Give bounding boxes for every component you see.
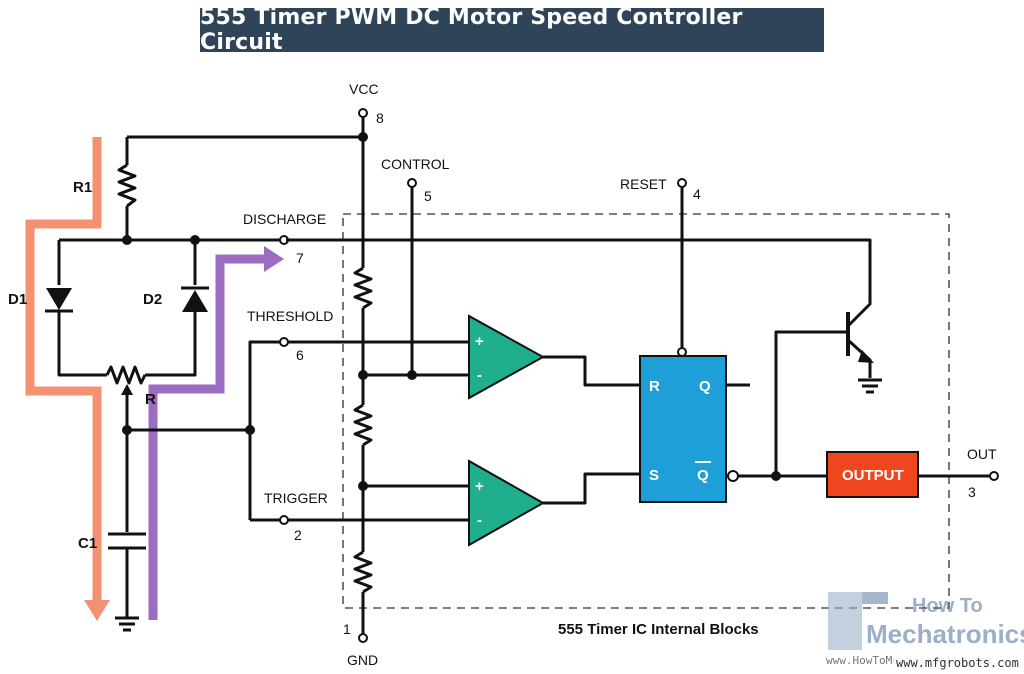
- ff-s-label: S: [649, 467, 659, 484]
- d2-diode: [182, 290, 208, 312]
- discharge-arrow-icon: [264, 246, 284, 272]
- r1-label: R1: [73, 179, 92, 196]
- trigger-pin-number: 2: [294, 527, 302, 543]
- c1-label: C1: [78, 535, 97, 552]
- pin-terminal: [279, 515, 289, 525]
- wire-comp-r: [543, 355, 640, 387]
- gnd-pin-number: 1: [343, 621, 351, 637]
- ground-icon: [858, 378, 882, 394]
- ff-qbar-label: Q: [697, 467, 709, 484]
- ic-label: 555 Timer IC Internal Blocks: [558, 621, 759, 638]
- wire-d2: [145, 240, 197, 377]
- pin-terminal: [358, 108, 368, 118]
- divider-resistor-top: [353, 266, 373, 310]
- wire-collector: [286, 238, 872, 328]
- wire-base: [774, 330, 848, 476]
- pin-terminal: [279, 337, 289, 347]
- title-banner: 555 Timer PWM DC Motor Speed Controller …: [200, 5, 824, 55]
- page-title: 555 Timer PWM DC Motor Speed Controller …: [200, 5, 743, 55]
- pin-terminal: [677, 178, 687, 188]
- ic-boundary: [342, 213, 950, 609]
- charge-arrow-icon: [84, 600, 110, 621]
- pin-terminal: [407, 178, 417, 188]
- r-label: R: [145, 391, 156, 408]
- threshold-label: THRESHOLD: [247, 308, 333, 324]
- wire-comp-s: [543, 472, 640, 505]
- r-potentiometer: [105, 365, 147, 385]
- pin-terminal: [358, 633, 368, 643]
- threshold-pin-number: 6: [296, 347, 304, 363]
- ff-r-label: R: [649, 378, 660, 395]
- upper-comparator: [468, 314, 546, 400]
- sr-flipflop: [639, 355, 727, 503]
- upper-comp-plus: +: [475, 333, 484, 350]
- upper-comp-minus: -: [477, 367, 482, 384]
- charge-current-path: [25, 137, 102, 602]
- reset-pin-number: 4: [693, 186, 701, 202]
- vcc-label: VCC: [349, 81, 379, 97]
- ff-q-label: Q: [699, 378, 711, 395]
- discharge-pin-number: 7: [296, 250, 304, 266]
- output-block-label: OUTPUT: [842, 467, 904, 484]
- control-pin-number: 5: [424, 188, 432, 204]
- discharge-current-path: [148, 254, 266, 620]
- logo-line2: Mechatronics: [866, 619, 1024, 649]
- output-block: [826, 451, 919, 498]
- lower-comparator: [468, 459, 546, 547]
- discharge-label: DISCHARGE: [243, 211, 326, 227]
- r1-resistor: [117, 163, 137, 208]
- gnd-label: GND: [347, 652, 378, 668]
- divider-resistor-bot: [353, 550, 373, 594]
- d1-diode: [46, 288, 72, 310]
- reset-bubble: [677, 347, 687, 357]
- logo-line1: How To: [912, 595, 983, 617]
- out-pin-number: 3: [968, 484, 976, 500]
- ground-icon: [115, 616, 139, 632]
- reset-label: RESET: [620, 176, 667, 192]
- d1-label: D1: [8, 291, 27, 308]
- qbar-bubble: [727, 470, 739, 482]
- junction-dots: [122, 132, 781, 491]
- vcc-pin-number: 8: [376, 110, 384, 126]
- lower-comp-plus: +: [475, 478, 484, 495]
- emitter-arrow-icon: [858, 350, 874, 363]
- control-label: CONTROL: [381, 156, 450, 172]
- d2-label: D2: [143, 291, 162, 308]
- watermark-text: www.mfgrobots.com: [896, 656, 1019, 670]
- out-label: OUT: [967, 446, 997, 462]
- lower-comp-minus: -: [477, 512, 482, 529]
- wire-d1: [57, 240, 107, 377]
- trigger-label: TRIGGER: [264, 490, 328, 506]
- wire-threshold: [248, 340, 282, 520]
- pin-terminal: [989, 471, 999, 481]
- wiper-arrow-icon: [121, 384, 133, 395]
- capacitor-c1: [108, 532, 146, 550]
- divider-resistor-mid: [353, 403, 373, 447]
